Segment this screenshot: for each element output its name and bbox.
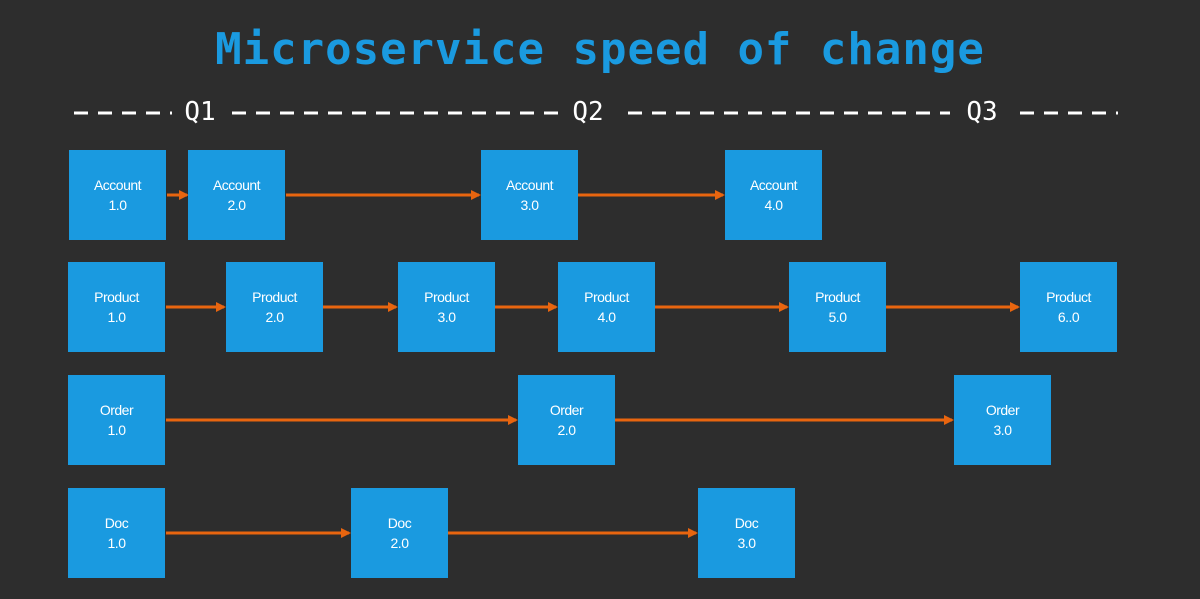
timeline-label-q1: Q1 bbox=[184, 97, 216, 127]
service-version: 1.0 bbox=[107, 309, 126, 325]
service-version: 2.0 bbox=[557, 422, 576, 438]
service-name: Doc bbox=[104, 515, 129, 531]
service-version: 3.0 bbox=[737, 535, 756, 551]
timeline-label-q2: Q2 bbox=[572, 97, 604, 127]
service-box-product-1[interactable]: Product 1.0 bbox=[68, 262, 165, 352]
service-name: Order bbox=[549, 402, 584, 418]
service-version: 3.0 bbox=[437, 309, 456, 325]
service-version: 1.0 bbox=[107, 422, 126, 438]
service-name: Product bbox=[815, 289, 860, 305]
service-name: Order bbox=[985, 402, 1020, 418]
service-version: 4.0 bbox=[597, 309, 616, 325]
service-box-order-2[interactable]: Order 2.0 bbox=[518, 375, 615, 465]
service-version: 2.0 bbox=[227, 197, 246, 213]
diagram-title: Microservice speed of change bbox=[215, 24, 985, 75]
service-box-product-4[interactable]: Product 4.0 bbox=[558, 262, 655, 352]
service-name: Order bbox=[99, 402, 134, 418]
service-version: 2.0 bbox=[265, 309, 284, 325]
service-name: Product bbox=[94, 289, 139, 305]
service-box-order-3[interactable]: Order 3.0 bbox=[954, 375, 1051, 465]
service-version: 3.0 bbox=[993, 422, 1012, 438]
service-box-account-4[interactable]: Account 4.0 bbox=[725, 150, 822, 240]
timeline-label-q3: Q3 bbox=[966, 97, 998, 127]
service-version: 3.0 bbox=[520, 197, 539, 213]
service-version: 1.0 bbox=[107, 535, 126, 551]
service-version: 1.0 bbox=[108, 197, 127, 213]
service-name: Account bbox=[749, 177, 798, 193]
service-box-doc-1[interactable]: Doc 1.0 bbox=[68, 488, 165, 578]
service-box-product-3[interactable]: Product 3.0 bbox=[398, 262, 495, 352]
service-box-account-2[interactable]: Account 2.0 bbox=[188, 150, 285, 240]
service-box-product-5[interactable]: Product 5.0 bbox=[789, 262, 886, 352]
service-name: Product bbox=[252, 289, 297, 305]
service-version: 2.0 bbox=[390, 535, 409, 551]
service-version: 4.0 bbox=[764, 197, 783, 213]
service-name: Product bbox=[584, 289, 629, 305]
service-box-account-3[interactable]: Account 3.0 bbox=[481, 150, 578, 240]
service-name: Product bbox=[424, 289, 469, 305]
service-name: Account bbox=[212, 177, 261, 193]
service-name: Account bbox=[93, 177, 142, 193]
service-box-doc-3[interactable]: Doc 3.0 bbox=[698, 488, 795, 578]
service-name: Account bbox=[505, 177, 554, 193]
service-box-product-6[interactable]: Product 6..0 bbox=[1020, 262, 1117, 352]
service-name: Doc bbox=[734, 515, 759, 531]
service-box-order-1[interactable]: Order 1.0 bbox=[68, 375, 165, 465]
service-version: 5.0 bbox=[828, 309, 847, 325]
service-name: Doc bbox=[387, 515, 412, 531]
service-box-product-2[interactable]: Product 2.0 bbox=[226, 262, 323, 352]
service-box-doc-2[interactable]: Doc 2.0 bbox=[351, 488, 448, 578]
service-name: Product bbox=[1046, 289, 1091, 305]
service-version: 6..0 bbox=[1057, 309, 1080, 325]
service-box-account-1[interactable]: Account 1.0 bbox=[69, 150, 166, 240]
